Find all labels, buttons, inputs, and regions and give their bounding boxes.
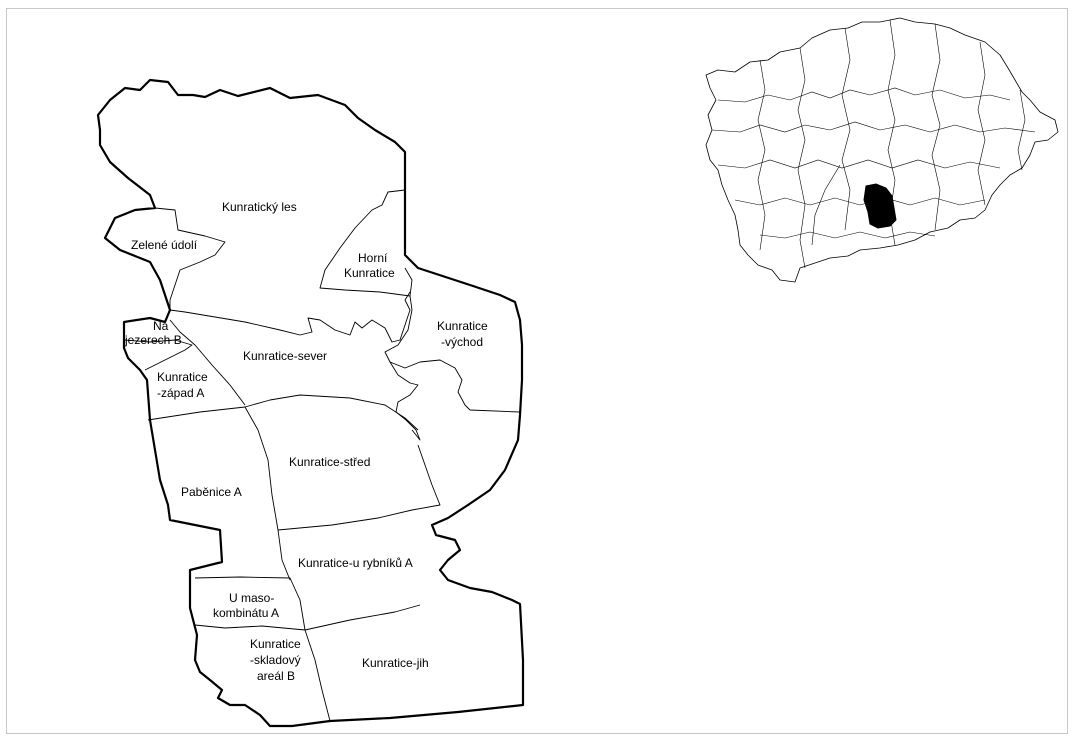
label-kunratice-vychod-2: -východ bbox=[441, 335, 483, 349]
label-kunratice-zapad-2: -západ A bbox=[157, 386, 204, 400]
label-kunraticky-les: Kunratický les bbox=[222, 200, 297, 214]
label-horni-kunratice-1: Horní bbox=[358, 251, 388, 265]
label-u-maso-2: kombinátu A bbox=[213, 606, 279, 620]
prague-inset-map bbox=[705, 17, 1059, 283]
label-pabenice-a: Paběnice A bbox=[181, 485, 242, 499]
label-skladovy-3: areál B bbox=[257, 669, 295, 683]
prague-district-lines bbox=[711, 19, 1036, 269]
map-frame bbox=[6, 8, 1068, 734]
label-na-jezerech-1: Na bbox=[153, 319, 169, 333]
label-skladovy-1: Kunratice bbox=[250, 637, 301, 651]
label-zelene-udoli: Zelené údolí bbox=[131, 238, 198, 252]
label-skladovy-2: -skladový bbox=[250, 653, 301, 667]
kunratice-highlight bbox=[863, 183, 897, 229]
label-horni-kunratice-2: Kunratice bbox=[344, 266, 395, 280]
label-kunratice-u-rybniku-a: Kunratice-u rybníků A bbox=[298, 556, 413, 570]
label-kunratice-zapad-1: Kunratice bbox=[157, 370, 208, 384]
label-kunratice-sever: Kunratice-sever bbox=[243, 349, 327, 363]
label-kunratice-stred: Kunratice-střed bbox=[289, 455, 370, 469]
label-u-maso-1: U maso- bbox=[229, 591, 274, 605]
kunratice-boundary bbox=[96, 78, 525, 728]
label-kunratice-jih: Kunratice-jih bbox=[362, 656, 429, 670]
district-labels: Kunratický les Zelené údolí Horní Kunrat… bbox=[124, 200, 488, 683]
label-na-jezerech-2: jezerech B bbox=[124, 333, 182, 347]
district-boundaries bbox=[123, 189, 521, 722]
label-kunratice-vychod-1: Kunratice bbox=[437, 319, 488, 333]
prague-outline bbox=[705, 17, 1059, 283]
